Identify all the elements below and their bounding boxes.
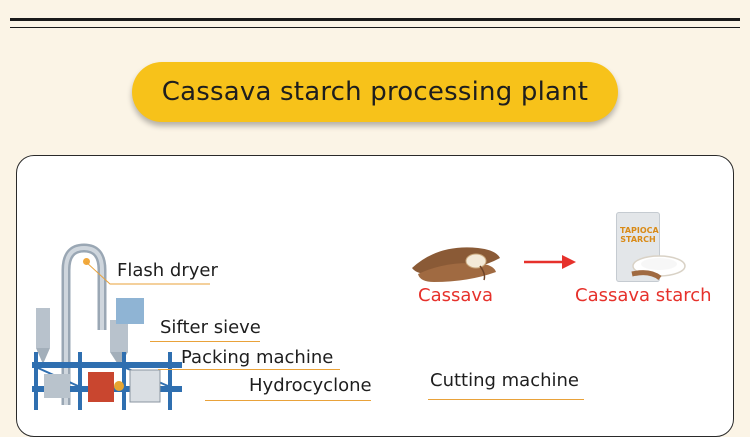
starch-powder [641,258,677,270]
flash-dryer-leader [86,261,210,285]
packing-unit [129,369,161,403]
sifter-sieve-underline [150,341,260,342]
frame-post-4 [168,352,172,410]
starch-bowl-image [631,255,686,281]
cassava-root-tail [479,265,486,281]
hydrocyclone-unit [88,372,114,402]
cyclone-right [110,320,128,352]
package-label: TAPIOCA STARCH [620,226,659,244]
sifter-sieve-label: Sifter sieve [160,317,261,338]
dryer-pipe-highlight [64,245,104,405]
cassava-starch-caption: Cassava starch [575,285,712,306]
cyclone-left-cone [36,348,50,364]
hydrocyclone-label: Hydrocyclone [249,375,372,396]
cassava-cut-face [465,253,487,269]
top-rule-thick [10,18,740,21]
cutting-machine-label: Cutting machine [430,370,580,391]
flash-dryer-label: Flash dryer [117,260,218,281]
packing-machine-underline [158,369,340,370]
tank-unit [44,374,70,398]
hydrocyclone-underline [205,400,371,401]
frame-post-2 [78,352,82,410]
frame-beam-1 [32,362,182,368]
top-rule-thin [10,27,740,28]
flash-dryer-dot [83,258,90,265]
starch-cassava-slice [631,270,662,281]
cassava-image [412,247,500,282]
frame-post-1 [34,352,38,410]
plant-illustration [32,243,182,410]
title-banner: Cassava starch processing plant [132,62,618,122]
packing-machine-label: Packing machine [181,347,334,368]
motor [114,381,124,391]
page-title: Cassava starch processing plant [161,77,589,107]
cyclone-left [36,308,50,348]
cutting-machine-underline [428,399,584,400]
cassava-caption: Cassava [418,285,494,306]
sifter-box [116,298,144,324]
arrow-icon [524,255,576,269]
frame-post-3 [122,352,126,410]
